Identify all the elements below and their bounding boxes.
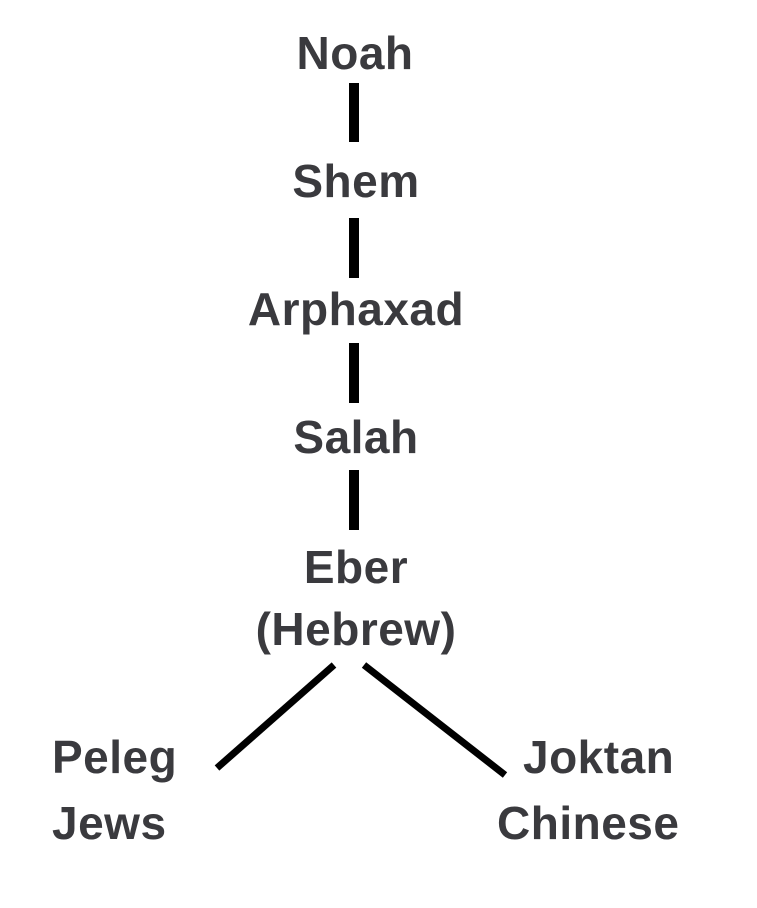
node-salah: Salah xyxy=(293,411,419,463)
node-peleg: Peleg xyxy=(52,731,178,783)
node-shem: Shem xyxy=(292,155,420,207)
node-joktan-sublabel: Chinese xyxy=(497,797,680,849)
edge-eber-peleg xyxy=(214,662,337,771)
node-joktan: Joktan xyxy=(523,731,675,783)
edge-eber-joktan xyxy=(361,662,508,778)
node-peleg-sublabel: Jews xyxy=(52,797,167,849)
node-noah: Noah xyxy=(296,27,414,79)
node-eber-sublabel: (Hebrew) xyxy=(255,603,457,655)
node-arphaxad: Arphaxad xyxy=(247,283,465,335)
node-eber: Eber xyxy=(303,541,409,593)
